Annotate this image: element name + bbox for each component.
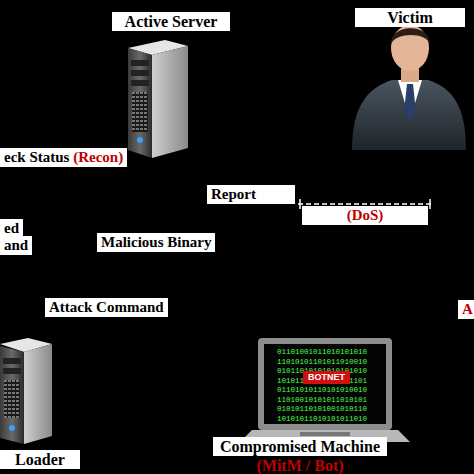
label-box: A — [458, 300, 474, 319]
node-text: Compromised Machine — [213, 437, 387, 456]
node-text: Victim — [363, 8, 457, 27]
screen-badge: BOTNET — [303, 371, 350, 384]
screen-code: 10101011010101011010 — [277, 415, 367, 424]
screen-code: 11010010101011010101 — [277, 396, 367, 405]
flow-label: and — [4, 237, 28, 253]
screen-code: 11010101101011010010 — [277, 358, 367, 367]
label-box: Malicious Binary — [97, 233, 215, 252]
flow-label: ed — [4, 220, 19, 236]
flow-label: A — [462, 301, 473, 317]
label-box: (DoS) — [302, 206, 428, 225]
node-label-box: Compromised Machine(MitM / Bot) — [205, 437, 395, 474]
flow-label: (Recon) — [69, 149, 123, 165]
screen-code: 01101001011010101010 — [277, 348, 367, 357]
flow-label: Malicious Binary — [101, 234, 211, 250]
flow-label: Attack Command — [49, 299, 164, 315]
label-box: Report — [207, 185, 295, 204]
label-box: eck Status (Recon) — [0, 148, 127, 167]
screen-code: 01101010110101010010 — [277, 386, 367, 395]
node-label-box: Victim — [355, 8, 465, 27]
person-icon — [352, 25, 466, 150]
flow-label: (DoS) — [347, 207, 384, 223]
node-label-box: Active Server — [112, 12, 230, 31]
server-icon — [128, 40, 188, 158]
flow-label: eck Status — [4, 149, 69, 165]
node-text: Active Server — [120, 12, 222, 31]
label-box: Attack Command — [45, 298, 168, 317]
node-text: (MitM / Bot) — [213, 456, 387, 474]
server-icon — [0, 338, 52, 444]
flow-label: Report — [211, 186, 256, 202]
node-text: Loader — [8, 450, 72, 469]
laptop-icon — [240, 338, 410, 442]
screen-code: 01010110101001010110 — [277, 405, 367, 414]
node-label-box: Loader — [0, 450, 80, 469]
label-box: and — [0, 236, 32, 255]
